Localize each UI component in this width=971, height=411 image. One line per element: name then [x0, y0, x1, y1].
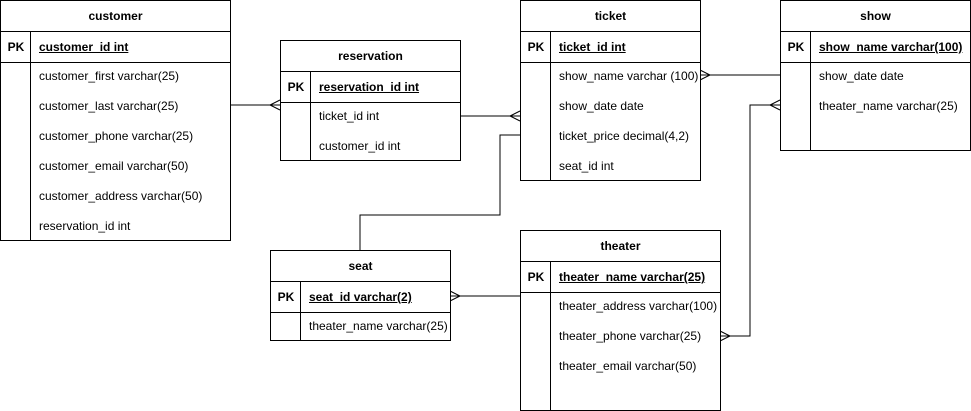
pk-label: PK [787, 40, 805, 54]
entity-show[interactable]: show PK show_name varchar(100) show_date… [780, 0, 971, 151]
entity-theater[interactable]: theater PK theater_name varchar(25) thea… [520, 230, 721, 411]
attribute: show_name varchar (100) [559, 69, 699, 83]
attribute: ticket_price decimal(4,2) [559, 129, 690, 143]
attribute: customer_id int [319, 139, 401, 153]
primary-key-row: PK reservation_id int [281, 72, 460, 103]
entity-title: customer [1, 1, 230, 32]
attribute: customer_address varchar(50) [39, 189, 203, 203]
pk-field: seat_id varchar(2) [309, 290, 412, 304]
attribute: theater_address varchar(100) [559, 299, 718, 313]
attribute: theater_email varchar(50) [559, 359, 697, 373]
attribute: show_date date [559, 99, 644, 113]
attribute: theater_name varchar(25) [309, 319, 448, 333]
attribute: seat_id int [559, 159, 614, 173]
entity-title: show [781, 1, 970, 32]
pk-field: reservation_id int [319, 80, 420, 94]
primary-key-row: PK ticket_id int [521, 32, 700, 63]
entity-title: ticket [521, 1, 700, 32]
pk-field: theater_name varchar(25) [559, 270, 706, 284]
pk-label: PK [527, 270, 545, 284]
attribute: theater_phone varchar(25) [559, 329, 702, 343]
reservation-ticket-relationship [460, 110, 521, 122]
pk-label: PK [277, 290, 295, 304]
entity-title: theater [521, 231, 720, 262]
column-divider [550, 261, 551, 410]
attribute: customer_last varchar(25) [39, 99, 179, 113]
attribute: customer_phone varchar(25) [39, 129, 194, 143]
entity-title: seat [271, 251, 450, 282]
column-divider [310, 71, 311, 160]
entity-ticket[interactable]: ticket PK ticket_id int show_name varcha… [520, 0, 701, 181]
pk-field: ticket_id int [559, 40, 626, 54]
seat-theater-relationship [449, 290, 520, 302]
pk-field: show_name varchar(100) [819, 40, 963, 54]
entity-title: reservation [281, 41, 460, 72]
pk-label: PK [287, 80, 305, 94]
entity-customer[interactable]: customer PK customer_id int customer_fir… [0, 0, 231, 241]
customer-reservation-relationship [231, 99, 281, 111]
column-divider [550, 31, 551, 180]
pk-label: PK [7, 40, 25, 54]
ticket-seat-relationship [359, 134, 520, 250]
primary-key-row: PK seat_id varchar(2) [271, 282, 450, 313]
column-divider [300, 281, 301, 340]
attribute: show_date date [819, 69, 904, 83]
attribute: theater_name varchar(25) [819, 99, 958, 113]
primary-key-row: PK theater_name varchar(25) [521, 262, 720, 293]
column-divider [810, 31, 811, 150]
pk-label: PK [527, 40, 545, 54]
column-divider [30, 31, 31, 240]
attribute: customer_email varchar(50) [39, 159, 189, 173]
primary-key-row: PK show_name varchar(100) [781, 32, 970, 63]
show-theater-relationship [719, 99, 781, 342]
entity-reservation[interactable]: reservation PK reservation_id int ticket… [280, 40, 461, 161]
attribute: reservation_id int [39, 219, 131, 233]
attribute: ticket_id int [319, 109, 380, 123]
entity-seat[interactable]: seat PK seat_id varchar(2) theater_name … [270, 250, 451, 341]
attribute: customer_first varchar(25) [39, 69, 180, 83]
ticket-show-relationship [699, 69, 780, 81]
pk-field: customer_id int [39, 40, 129, 54]
primary-key-row: PK customer_id int [1, 32, 230, 63]
